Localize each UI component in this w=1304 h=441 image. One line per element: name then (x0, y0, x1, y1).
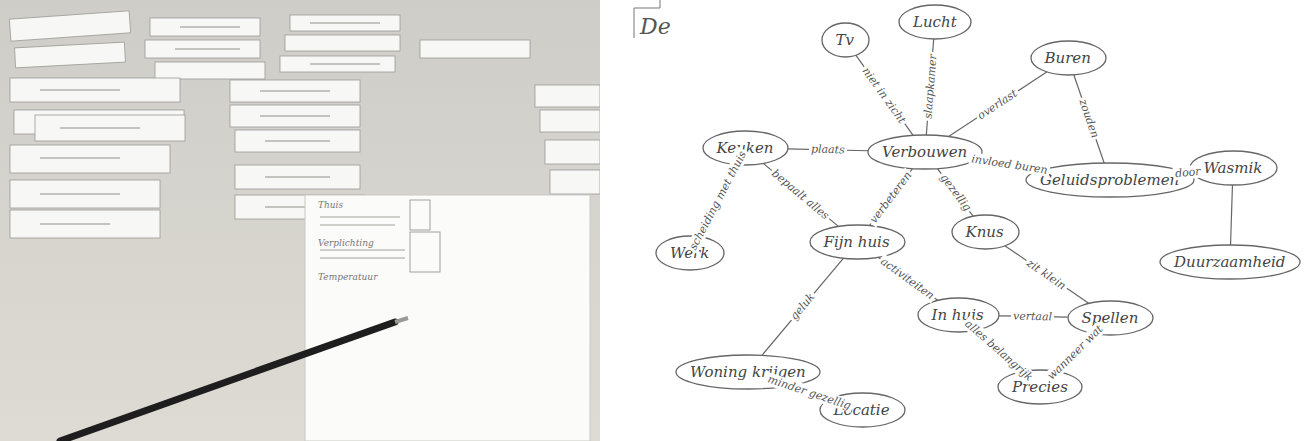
concept-ellipse: Wasmik (1190, 151, 1277, 185)
concept-text: Wasmik (1190, 151, 1277, 185)
edge-label: scheiding met thuis (685, 147, 749, 254)
connector-line (763, 163, 838, 226)
edge-label: gezellig (936, 169, 975, 215)
concept-ellipse: Fijn huis (810, 225, 905, 259)
concept-ellipse: Lucht (899, 5, 971, 39)
concept-ellipse: Tv (822, 23, 869, 57)
handwritten-note: Temperatuur (318, 272, 377, 282)
connector-line (1231, 185, 1233, 245)
connector-line (949, 72, 1047, 137)
concept-text: Precies (998, 370, 1082, 404)
edge-label: niet in zicht (859, 63, 910, 128)
handwritten-note: Thuis (318, 200, 343, 210)
concept-ellipse: Buren (1031, 41, 1106, 75)
edge-label: verbeteren (866, 167, 916, 227)
edge-label: zit klein (1023, 255, 1070, 293)
concept-text: Fijn huis (810, 225, 905, 259)
concept-ellipse: Precies (998, 370, 1082, 404)
edge-label: zouden (1076, 96, 1103, 142)
concept-ellipse: Geluidsproblemen (1026, 163, 1194, 197)
concept-text: Buren (1031, 41, 1106, 75)
connector-line (1074, 75, 1104, 163)
concept-text: Verbouwen (868, 135, 982, 169)
concept-ellipse: Knus (952, 215, 1019, 249)
concept-ellipse: Verbouwen (868, 135, 982, 169)
concept-text: Duurzaamheid (1160, 245, 1300, 279)
concept-text: Lucht (899, 5, 971, 39)
connector-line (1005, 246, 1089, 304)
corner-label: De (640, 14, 671, 39)
edge-label: plaats (809, 143, 847, 157)
connector-line (762, 258, 843, 355)
edge-label: wanneer wat (1043, 321, 1106, 384)
concept-ellipse: Spellen (1068, 301, 1153, 335)
edge-label: geluk (786, 289, 818, 324)
edge-label: alles belangrijk (961, 316, 1037, 385)
edge-label: invloed buren (968, 152, 1050, 177)
edge-label: vertaal (1011, 310, 1054, 324)
edge-label: activiteiten (877, 254, 939, 304)
concept-text: Knus (952, 215, 1019, 249)
table-photo (0, 0, 600, 441)
edge-label: door (1173, 164, 1204, 180)
edge-label: slaapkamer (921, 52, 939, 122)
concept-text: Spellen (1068, 301, 1153, 335)
edge-label: bepaalt alles (768, 166, 834, 224)
handwritten-note: Verplichting (318, 238, 374, 248)
concept-ellipse: Duurzaamheid (1160, 245, 1300, 279)
edge-label: overlast (974, 85, 1022, 123)
concept-text: Geluidsproblemen (1026, 163, 1194, 197)
connector-line (856, 55, 913, 135)
concept-text: Tv (822, 23, 869, 57)
